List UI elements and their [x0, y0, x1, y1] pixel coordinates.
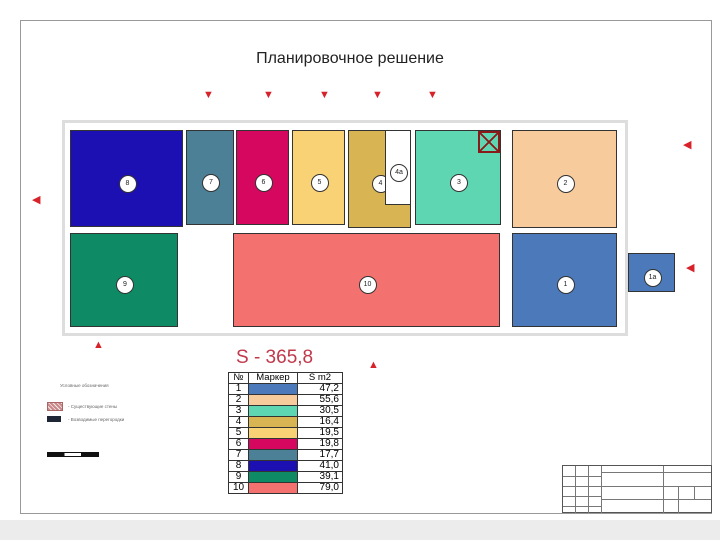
room-area: 19,8 — [297, 438, 343, 450]
room-10: 10 — [233, 233, 500, 327]
room-area: 39,1 — [297, 471, 343, 483]
room-marker: 6 — [254, 173, 273, 192]
room-5: 5 — [292, 130, 345, 225]
room-number: 2 — [228, 394, 249, 406]
room-marker: 7 — [202, 173, 220, 192]
marker-swatch — [248, 383, 298, 395]
legend-title: Условные обозначения — [60, 383, 109, 388]
entrance-arrow-icon: ▲ — [368, 359, 379, 371]
entrance-arrow-icon: ▼ — [427, 89, 438, 101]
marker-swatch — [248, 394, 298, 406]
entrance-arrow-icon: ▼ — [319, 89, 330, 101]
room-number: 4 — [228, 416, 249, 428]
room-marker: 3 — [450, 173, 468, 192]
room-marker: 10 — [358, 276, 377, 294]
room-marker: 4a — [390, 163, 408, 182]
room-7: 7 — [186, 130, 234, 225]
room-area: 19,5 — [297, 427, 343, 439]
room-2: 2 — [512, 130, 617, 228]
room-area: 79,0 — [297, 482, 343, 494]
marker-swatch — [248, 416, 298, 428]
room-number: 9 — [228, 471, 249, 483]
legend-new-partitions: - Возводимые перегородки — [68, 417, 125, 422]
title-block — [562, 465, 712, 513]
marker-swatch — [248, 482, 298, 494]
entrance-arrow-icon: ▼ — [372, 89, 383, 101]
sheet-frame — [20, 20, 712, 514]
entrance-arrow-icon: ◀ — [686, 262, 695, 274]
room-marker: 8 — [118, 174, 137, 193]
room-area: 55,6 — [297, 394, 343, 406]
room-number: 8 — [228, 460, 249, 472]
header-marker: Маркер — [248, 372, 298, 384]
room-number: 3 — [228, 405, 249, 417]
room-marker: 1a — [643, 268, 662, 287]
marker-swatch — [248, 449, 298, 461]
room-marker: 5 — [310, 173, 329, 192]
room-marker: 1 — [556, 276, 575, 294]
entrance-arrow-icon: ◀ — [32, 194, 41, 206]
room-number: 5 — [228, 427, 249, 439]
room-area: 17,7 — [297, 449, 343, 461]
room-9: 9 — [70, 233, 178, 327]
room-number: 6 — [228, 438, 249, 450]
entrance-arrow-icon: ▼ — [263, 89, 274, 101]
room-area: 41,0 — [297, 460, 343, 472]
entrance-arrow-icon: ▼ — [203, 89, 214, 101]
existing-walls-swatch — [47, 402, 63, 411]
room-8: 8 — [70, 130, 183, 227]
room-marker: 2 — [556, 175, 575, 193]
room-1a: 1a — [628, 253, 675, 292]
header-area: S m2 — [297, 372, 343, 384]
room-6: 6 — [236, 130, 289, 225]
marker-swatch — [248, 471, 298, 483]
scale-bar — [47, 452, 99, 457]
room-area: 30,5 — [297, 405, 343, 417]
entrance-arrow-icon: ◀ — [683, 139, 692, 151]
legend-existing-walls: - Существующие стены — [68, 404, 118, 409]
room-1: 1 — [512, 233, 617, 327]
room-marker: 9 — [116, 276, 134, 294]
room-3: 3 — [415, 130, 501, 225]
table-row: 10 79,0 — [228, 482, 343, 494]
shaft-icon — [478, 131, 500, 153]
marker-swatch — [248, 460, 298, 472]
room-4a: 4a — [385, 130, 411, 205]
room-number: 7 — [228, 449, 249, 461]
marker-swatch — [248, 405, 298, 417]
marker-swatch — [248, 427, 298, 439]
room-area: 47,2 — [297, 383, 343, 395]
room-number: 1 — [228, 383, 249, 395]
new-partitions-swatch — [47, 416, 61, 422]
room-number: 10 — [228, 482, 249, 494]
plan-title: Планировочное решение — [256, 50, 444, 67]
entrance-arrow-icon: ▲ — [93, 339, 104, 351]
marker-swatch — [248, 438, 298, 450]
room-area: 16,4 — [297, 416, 343, 428]
header-number: № — [228, 372, 249, 384]
total-area: S - 365,8 — [236, 347, 314, 368]
building-outline — [62, 120, 628, 336]
